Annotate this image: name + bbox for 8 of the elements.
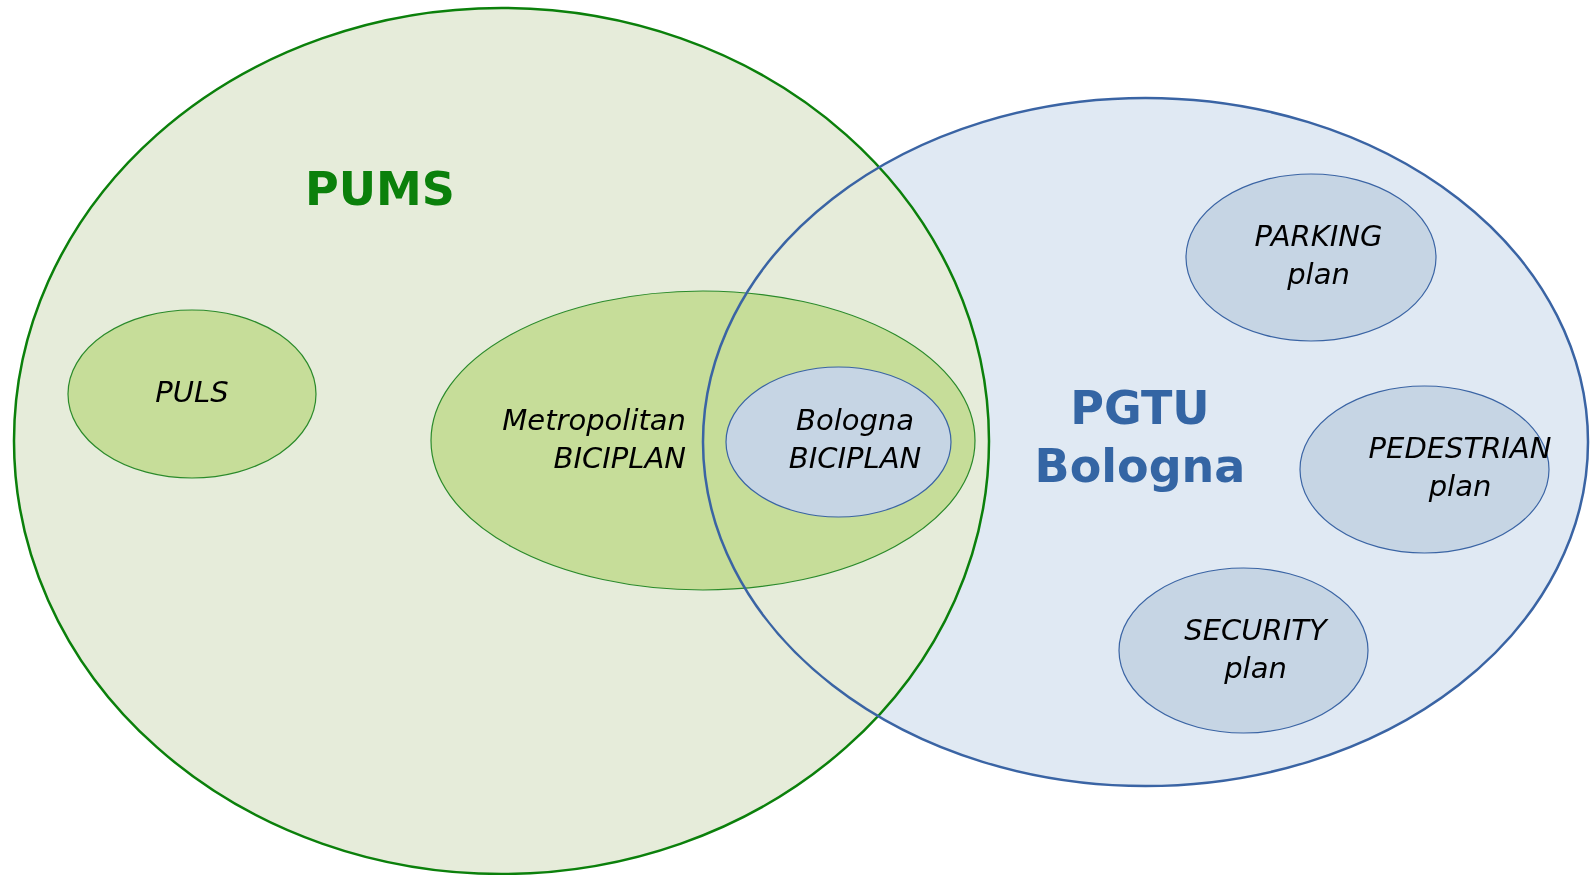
ellipse-label: PEDESTRIAN plan — [1367, 430, 1553, 505]
ellipse-label: Bologna BICIPLAN — [787, 402, 923, 477]
heading: PUMS — [304, 161, 456, 218]
ellipse-label: PULS — [154, 374, 230, 411]
ellipse-label: PARKING plan — [1253, 218, 1384, 293]
heading: PGTU Bologna — [1033, 380, 1247, 495]
ellipse-label: Metropolitan BICIPLAN — [501, 402, 686, 477]
ellipse-label: SECURITY plan — [1183, 612, 1330, 687]
